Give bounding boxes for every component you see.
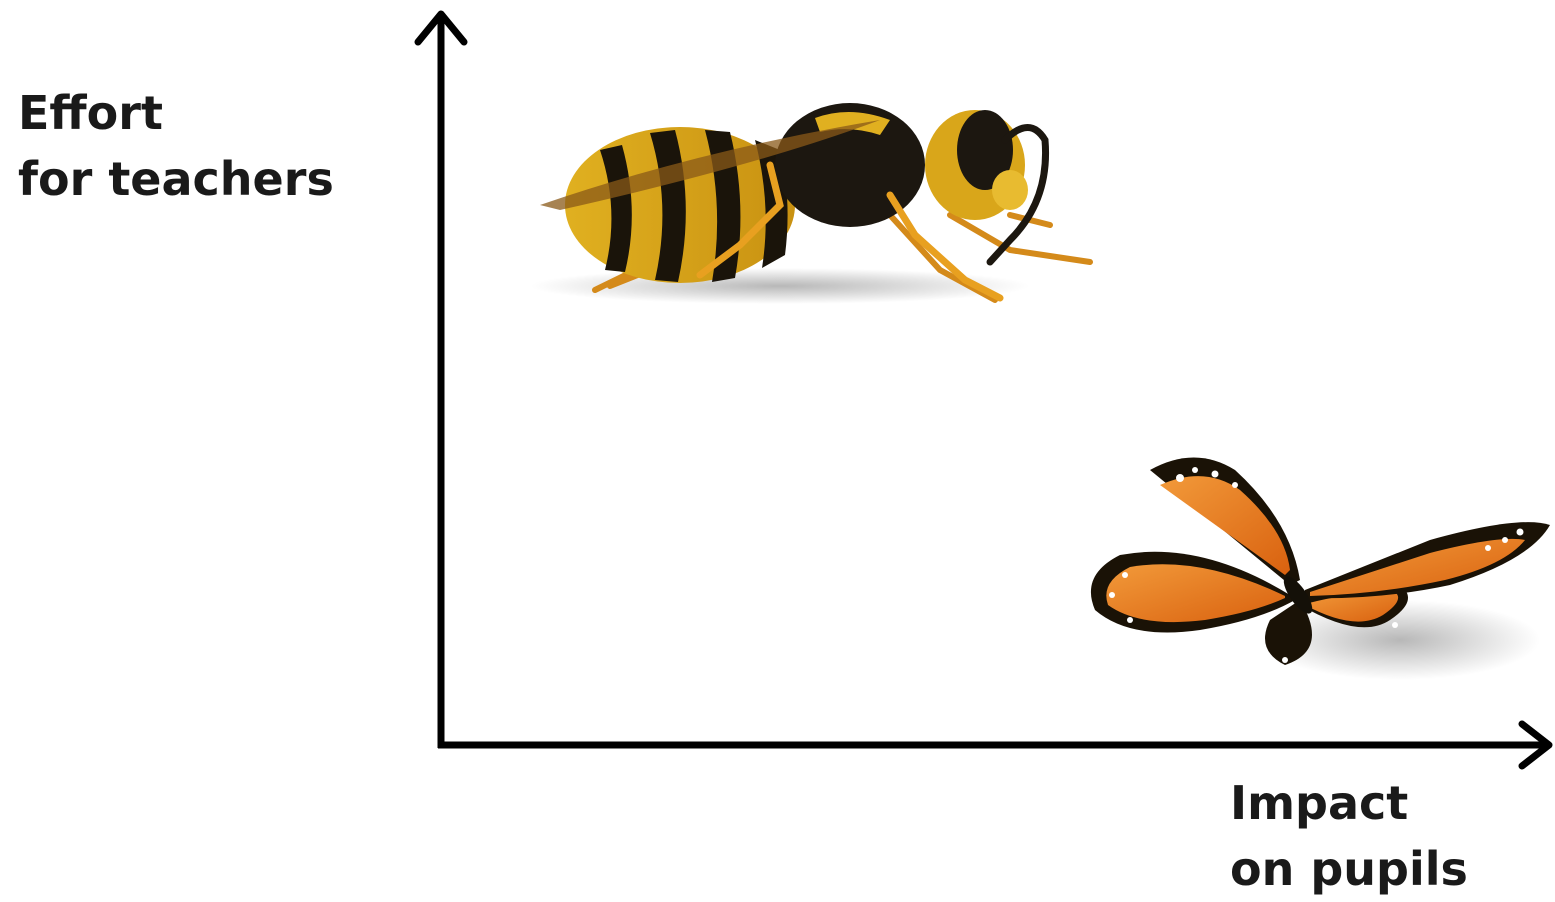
- x-axis-label-line-1: Impact: [1230, 770, 1468, 836]
- x-axis-label-line-2: on pupils: [1230, 836, 1468, 902]
- butterfly-image: [1091, 458, 1550, 681]
- x-axis: [438, 724, 1549, 766]
- y-axis: [418, 14, 464, 748]
- wasp-image: [530, 103, 1090, 304]
- y-axis-label-line-2: for teachers: [18, 146, 334, 212]
- x-axis-label: Impact on pupils: [1230, 770, 1468, 902]
- y-axis-label: Effort for teachers: [18, 80, 334, 212]
- y-axis-label-line-1: Effort: [18, 80, 334, 146]
